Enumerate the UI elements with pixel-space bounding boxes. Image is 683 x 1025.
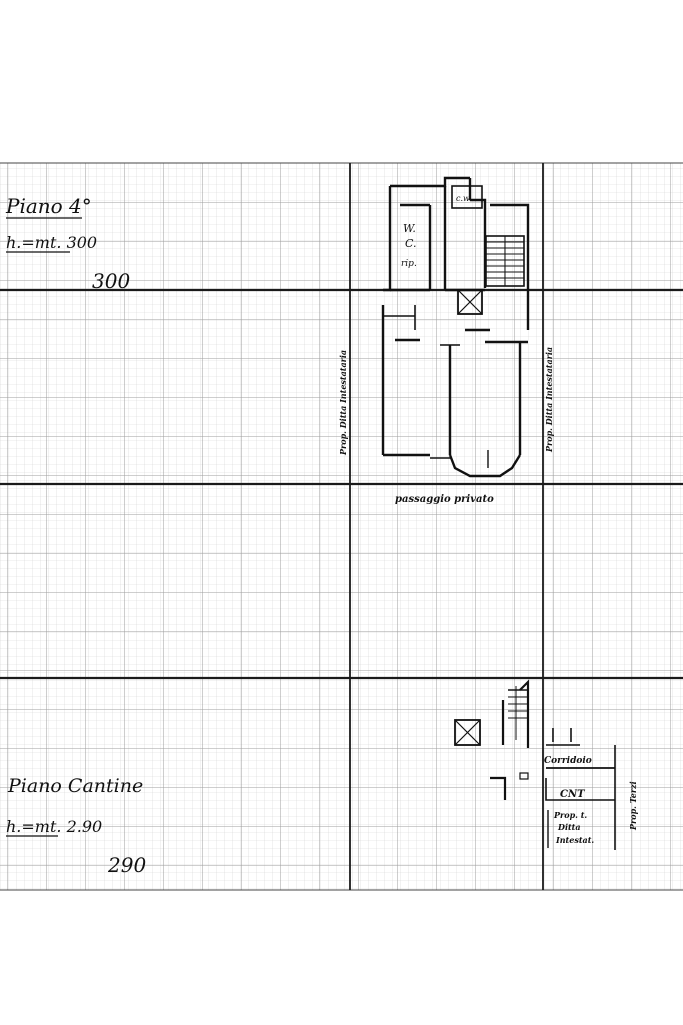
cellars-height-handwritten: 290 — [107, 853, 146, 877]
boundary-right-label: Prop. Ditta Intestataria — [544, 347, 554, 453]
cellars-height-label: h.=mt. 2.90 — [6, 817, 102, 836]
floor4-height-handwritten: 300 — [92, 269, 130, 293]
cellars-owner-line-3: Intestat. — [555, 835, 594, 845]
floor4-plan — [381, 176, 530, 478]
passage-label: passaggio privato — [395, 494, 494, 505]
room-label-cw: c.w. — [456, 194, 471, 203]
floor4-height-label: h.=mt. 300 — [6, 233, 97, 252]
floor4-title: Piano 4° — [5, 194, 92, 218]
room-label-rip: rip. — [401, 259, 417, 269]
cellars-third-party-label: Prop. Terzi — [628, 781, 638, 831]
graph-paper-grid — [0, 162, 683, 891]
room-label-wc-c: C. — [405, 237, 417, 250]
cellars-title: Piano Cantine — [7, 775, 143, 797]
cellars-corridor-label: Corridoio — [544, 756, 592, 766]
boundary-left-label: Prop. Ditta Intestataria — [338, 350, 348, 456]
cellars-plan — [454, 679, 616, 850]
cellars-owner-line-1: Prop. t. — [553, 810, 587, 820]
room-label-wc-w: W. — [403, 222, 416, 235]
cellars-owner-line-2: Ditta — [557, 822, 581, 832]
floor4-stairs — [486, 236, 524, 286]
cellars-cnt-label: CNT — [560, 789, 586, 800]
